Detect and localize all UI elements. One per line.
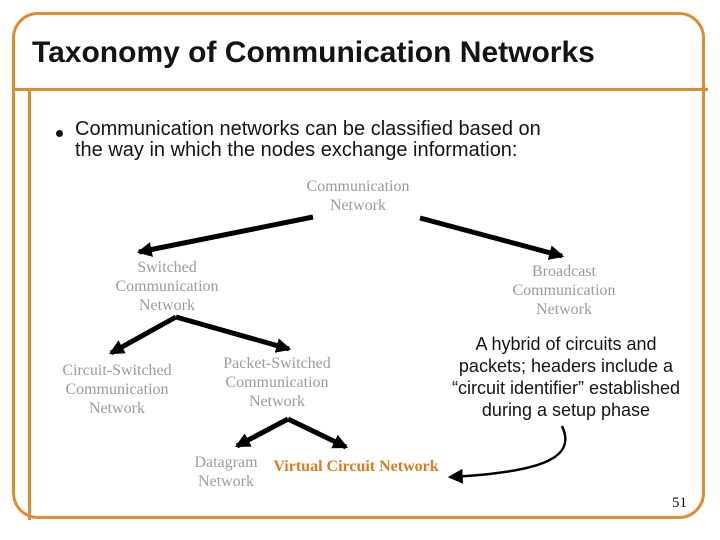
node-communication-network: Communication Network [306, 178, 410, 214]
node-broadcast-communication-network: Broadcast Communication Network [512, 263, 616, 318]
node-datagram-network: Datagram Network [194, 454, 258, 490]
node-virtual-circuit-network: Virtual Circuit Network [273, 458, 439, 475]
bullet-text: Communication networks can be classified… [75, 118, 541, 161]
slide-border-frame [12, 12, 705, 519]
bullet-marker [56, 130, 63, 137]
left-accent-line [28, 91, 31, 520]
node-packet-switched-network: Packet-Switched Communication Network [223, 355, 331, 410]
annotation-hybrid-note: A hybrid of circuits and packets; header… [451, 334, 681, 420]
node-switched-communication-network: Switched Communication Network [115, 259, 219, 314]
node-circuit-switched-network: Circuit-Switched Communication Network [62, 362, 172, 417]
title-divider-line [12, 88, 708, 91]
slide-title: Taxonomy of Communication Networks [32, 36, 595, 69]
page-number: 51 [672, 495, 687, 511]
